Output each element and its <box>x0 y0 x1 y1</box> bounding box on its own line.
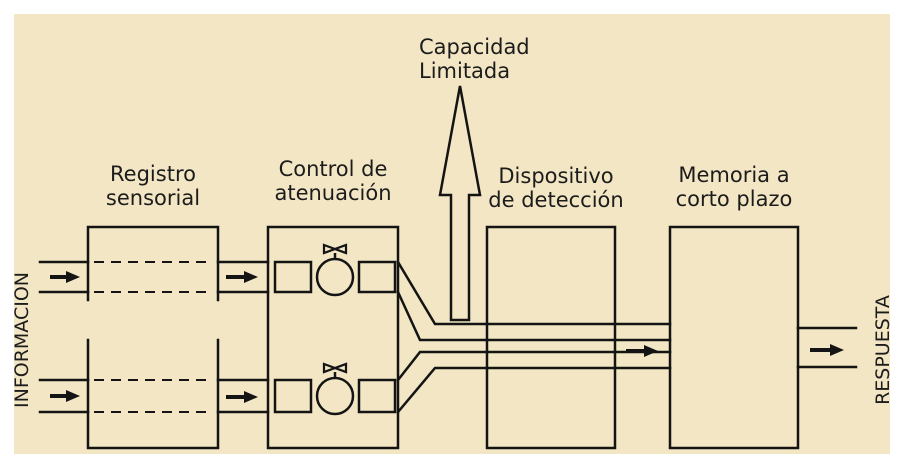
right-arrow-icon <box>626 345 658 357</box>
output-lines <box>796 326 858 369</box>
channel-lines-1 <box>216 260 270 414</box>
right-arrow-icon <box>810 344 844 356</box>
right-arrow-icon <box>226 271 258 283</box>
attenuation-control-box <box>266 225 400 450</box>
sensory-register-label: Registro sensorial <box>105 162 201 210</box>
short-term-memory-box <box>668 225 800 450</box>
output-label: RESPUESTA <box>872 295 894 405</box>
right-arrow-icon <box>50 271 80 283</box>
merge-funnel-lines <box>396 260 672 414</box>
detection-device-label: Dispositivo de detección <box>488 164 624 212</box>
sensory-register-box <box>38 225 220 450</box>
capacity-label: Capacidad Limitada <box>419 35 530 83</box>
short-term-memory-label: Memoria a corto plazo <box>675 163 793 211</box>
attenuation-control-label: Control de atenuación <box>274 157 392 205</box>
detection-device-box <box>485 225 617 450</box>
right-arrow-icon <box>226 391 258 403</box>
capacity-up-arrow <box>438 85 482 322</box>
input-label: INFORMACION <box>11 272 33 408</box>
right-arrow-icon <box>50 390 80 402</box>
